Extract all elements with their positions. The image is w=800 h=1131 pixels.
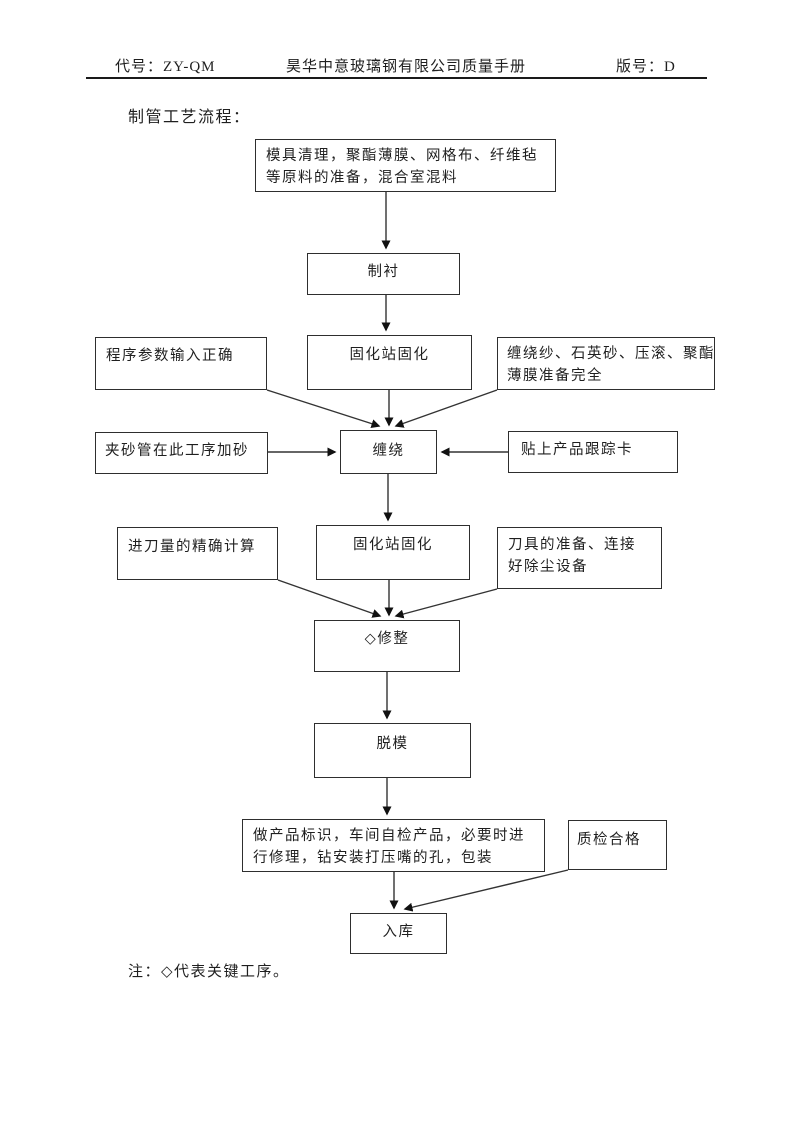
node-text: 程序参数输入正确 [106, 348, 234, 364]
node-material-prep: 模具清理，聚酯薄膜、网格布、纤维毡 等原料的准备，混合室混料 [255, 139, 556, 192]
doc-code: 代号：ZY-QM [115, 59, 216, 75]
node-text: 夹砂管在此工序加砂 [105, 443, 249, 459]
doc-title: 昊华中意玻璃钢有限公司质量手册 [286, 59, 527, 75]
node-cure-station-1: 固化站固化 [307, 335, 472, 390]
node-text: 入库 [382, 924, 415, 940]
node-text: 薄膜准备完全 [507, 368, 603, 384]
arrow-param-to-winding [266, 389, 381, 428]
node-param-input: 程序参数输入正确 [95, 337, 267, 390]
arrow-windingprep-to-winding [394, 389, 498, 428]
node-storage: 入库 [350, 913, 447, 954]
node-demolding: 脱模 [314, 723, 471, 778]
node-text: 刀具的准备、连接 [508, 537, 636, 553]
node-winding-material-prep: 缠绕纱、石英砂、压滚、聚酯 薄膜准备完全 [497, 337, 715, 390]
node-text: 固化站固化 [349, 347, 430, 363]
node-text: 等原料的准备，混合室混料 [266, 170, 458, 186]
node-tool-prep: 刀具的准备、连接 好除尘设备 [497, 527, 662, 589]
arrow-toolprep-to-trim [394, 588, 498, 619]
node-text: 缠绕纱、石英砂、压滚、聚酯 [507, 346, 715, 362]
node-text: 贴上产品跟踪卡 [521, 442, 633, 458]
footnote: 注：◇代表关键工序。 [128, 964, 290, 980]
node-lining: 制衬 [307, 253, 460, 295]
node-text: 进刀量的精确计算 [128, 539, 256, 555]
arrow-qc-to-storage [403, 869, 569, 912]
node-sand-pipe: 夹砂管在此工序加砂 [95, 432, 268, 474]
node-text: 缠绕 [372, 443, 405, 459]
node-feed-calc: 进刀量的精确计算 [117, 527, 278, 580]
section-title: 制管工艺流程： [128, 109, 251, 126]
node-text: 好除尘设备 [508, 559, 588, 575]
node-qc-pass: 质检合格 [568, 820, 667, 870]
node-cure-station-2: 固化站固化 [316, 525, 470, 580]
node-tracking-card: 贴上产品跟踪卡 [508, 431, 678, 473]
node-text: ◇修整 [364, 631, 410, 647]
arrow-feedcalc-to-trim [277, 579, 382, 618]
node-trimming-key-process: ◇修整 [314, 620, 460, 672]
header-rule [86, 77, 707, 79]
node-winding: 缠绕 [340, 430, 437, 474]
node-finishing: 做产品标识，车间自检产品，必要时进 行修理，钻安装打压嘴的孔，包装 [242, 819, 545, 872]
node-text: 模具清理，聚酯薄膜、网格布、纤维毡 [266, 148, 538, 164]
node-text: 行修理，钻安装打压嘴的孔，包装 [253, 850, 493, 866]
node-text: 制衬 [367, 264, 400, 280]
node-text: 质检合格 [577, 832, 641, 848]
doc-version: 版号：D [616, 59, 676, 75]
node-text: 脱模 [376, 736, 409, 752]
node-text: 固化站固化 [353, 537, 433, 553]
node-text: 做产品标识，车间自检产品，必要时进 [253, 828, 525, 844]
